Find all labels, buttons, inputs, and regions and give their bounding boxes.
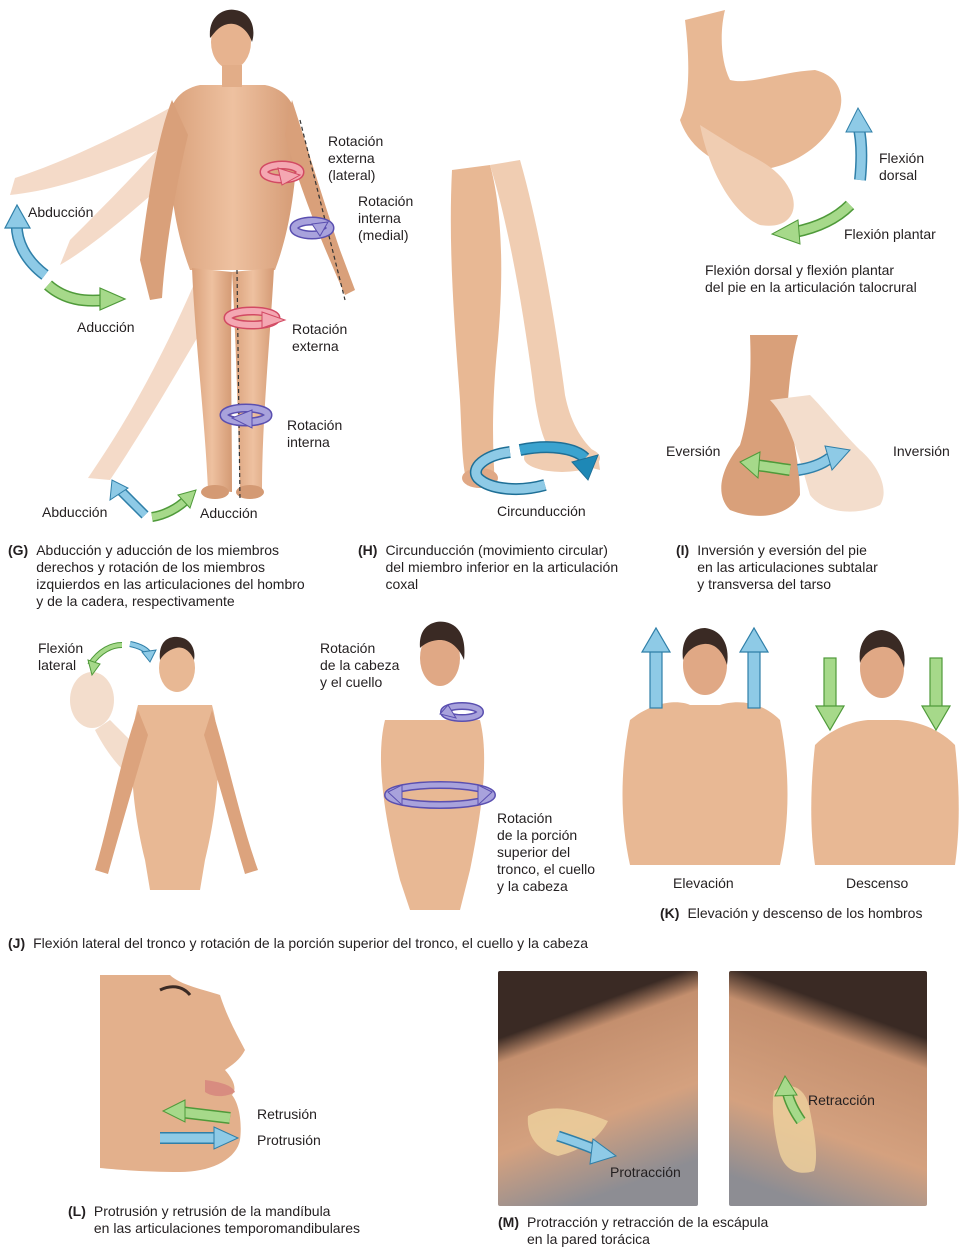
caption-text: Flexión lateral del tronco y rotación de…	[33, 935, 588, 951]
label-flexion-plantar: Flexión plantar	[844, 226, 936, 242]
label-elevacion: Elevación	[673, 875, 734, 891]
label-descenso: Descenso	[846, 875, 909, 891]
label-circunduccion: Circunducción	[497, 503, 586, 519]
photo-retraccion: Retracción	[729, 971, 927, 1206]
subcaption-flexion-dorsal-plantar: Flexión dorsal y flexión plantar del pie…	[705, 262, 917, 295]
label-eversion: Eversión	[666, 443, 721, 459]
caption-k: (K) Elevación y descenso de los hombros	[660, 905, 922, 922]
caption-letter: (I)	[676, 542, 690, 558]
caption-text: Elevación y descenso de los hombros	[687, 905, 923, 921]
label-protraccion: Protracción	[610, 1164, 681, 1180]
label-abduccion-arm: Abducción	[28, 204, 94, 220]
caption-j: (J) Flexión lateral del tronco y rotació…	[8, 935, 588, 952]
caption-l: (L) Protrusión y retrusión de la mandíbu…	[68, 1203, 360, 1237]
label-rotacion-cabeza: Rotación de la cabeza y el cuello	[320, 640, 400, 690]
label-rotacion-externa-lateral: Rotación externa (lateral)	[328, 133, 384, 183]
label-flexion-dorsal: Flexión dorsal	[879, 150, 925, 183]
label-inversion: Inversión	[893, 443, 950, 459]
caption-text: Abducción y aducción de los miembros der…	[36, 542, 305, 609]
label-aduccion-arm: Aducción	[77, 319, 135, 335]
caption-letter: (H)	[358, 542, 378, 558]
caption-letter: (K)	[660, 905, 680, 921]
caption-text: Circunducción (movimiento circular) del …	[385, 542, 619, 592]
caption-i: (I) Inversión y eversión del pie en las …	[676, 542, 878, 593]
caption-h: (H) Circunducción (movimiento circular) …	[358, 542, 618, 593]
label-flexion-lateral: Flexión lateral	[38, 640, 84, 673]
protraccion-overlay	[527, 1108, 618, 1165]
photo-protraccion: Protracción	[498, 971, 698, 1206]
caption-text: Inversión y eversión del pie en las arti…	[697, 542, 878, 592]
label-aduccion-leg: Aducción	[200, 505, 258, 521]
label-rotacion-tronco: Rotación de la porción superior del tron…	[497, 810, 596, 894]
retraccion-overlay	[772, 1074, 817, 1173]
caption-letter: (G)	[8, 542, 29, 558]
label-retrusion: Retrusión	[257, 1106, 317, 1122]
caption-g: (G) Abducción y aducción de los miembros…	[8, 542, 305, 610]
caption-m: (M) Protracción y retracción de la escáp…	[498, 1214, 768, 1248]
caption-letter: (L)	[68, 1203, 86, 1219]
label-retraccion: Retracción	[808, 1092, 875, 1108]
label-abduccion-leg: Abducción	[42, 504, 108, 520]
label-rotacion-interna: Rotación interna	[287, 417, 343, 450]
label-rotacion-externa: Rotación externa	[292, 321, 348, 354]
label-rotacion-interna-medial: Rotación interna (medial)	[358, 193, 414, 243]
caption-letter: (J)	[8, 935, 26, 951]
caption-letter: (M)	[498, 1214, 519, 1230]
label-protrusion: Protrusión	[257, 1132, 321, 1148]
caption-text: Protrusión y retrusión de la mandíbula e…	[93, 1203, 361, 1236]
caption-text: Protracción y retracción de la escápula …	[527, 1214, 769, 1247]
